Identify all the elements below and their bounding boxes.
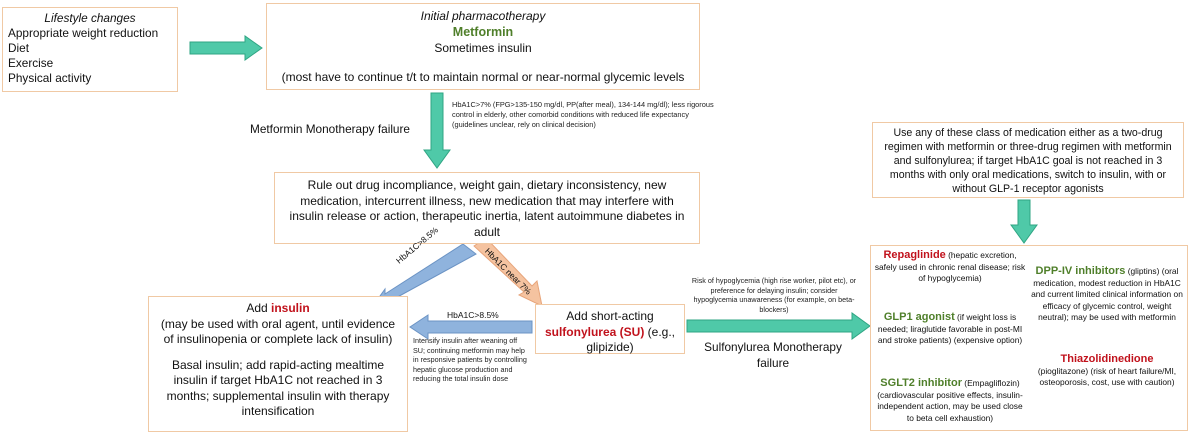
repaglinide-desc: (hepatic excretion, safely used in chron… xyxy=(874,250,1026,283)
glp1-name: GLP1 agonist xyxy=(883,311,955,323)
lifestyle-item: Diet xyxy=(8,41,29,55)
su-prefix: Add short-acting xyxy=(566,309,654,323)
initial-title: Initial pharmacotherapy xyxy=(420,9,546,23)
repaglinide-entry: Repaglinide (hepatic excretion, safely u… xyxy=(874,249,1026,285)
arrow-lifestyle-to-initial xyxy=(189,35,263,61)
intensify-note: Intensify insulin after weaning off SU; … xyxy=(413,336,527,384)
branch-mid-label: HbA1C>8.5% xyxy=(447,310,499,320)
ruleout-box: Rule out drug incompliance, weight gain,… xyxy=(274,172,700,244)
hypo-note: Risk of hypoglycemia (high rise worker, … xyxy=(691,276,857,314)
tzd-desc: (pioglitazone) (risk of heart failure/MI… xyxy=(1037,365,1177,388)
lifestyle-item: Appropriate weight reduction xyxy=(8,26,159,40)
insulin-box: Add insulin (may be used with oral agent… xyxy=(148,296,408,432)
insulin-heading: Add insulin xyxy=(155,301,401,317)
arrow-options-to-drugs xyxy=(1010,199,1038,244)
options-box: Use any of these class of medication eit… xyxy=(872,122,1184,198)
insulin-line1: (may be used with oral agent, until evid… xyxy=(160,316,396,347)
ruleout-text: Rule out drug incompliance, weight gain,… xyxy=(289,178,685,239)
arrow-initial-to-ruleout xyxy=(423,92,451,169)
insulin-drug: insulin xyxy=(271,301,310,315)
lifestyle-item: Physical activity xyxy=(8,71,92,85)
lifestyle-title: Lifestyle changes xyxy=(44,11,136,25)
insulin-line2: Basal insulin; add rapid-acting mealtime… xyxy=(166,357,390,419)
arrow-ruleout-to-su xyxy=(473,237,543,307)
initial-drug: Metformin xyxy=(452,25,514,39)
dpp4-name: DPP-IV inhibitors xyxy=(1035,265,1126,277)
su-box: Add short-acting sulfonylurea (SU) (e.g.… xyxy=(535,304,685,354)
glp1-desc: (if weight loss is needed; liraglutide f… xyxy=(877,312,1023,345)
arrow-su-to-drugs xyxy=(686,312,871,340)
su-failure-label: Sulfonylurea Monotherapy failure xyxy=(704,340,842,370)
arrow-su-to-insulin xyxy=(409,314,533,340)
drug-options-box: Repaglinide (hepatic excretion, safely u… xyxy=(870,245,1188,431)
sglt2-entry: SGLT2 inhibitor (Empagliflozin) (cardiov… xyxy=(874,377,1026,424)
repaglinide-name: Repaglinide xyxy=(883,249,946,261)
su-drug: sulfonylurea (SU) xyxy=(544,324,645,339)
initial-box: Initial pharmacotherapy Metformin Someti… xyxy=(266,3,700,90)
lifestyle-box: Lifestyle changes Appropriate weight red… xyxy=(2,7,178,92)
tzd-entry: Thiazolidinedione (pioglitazone) (risk o… xyxy=(1029,353,1185,389)
su-body: sulfonylurea (SU) (e.g., glipizide) xyxy=(540,325,680,356)
insulin-prefix: Add xyxy=(246,301,271,315)
dpp4-desc: (gliptins) (oral medication, modest redu… xyxy=(1031,266,1183,322)
initial-line2: Sometimes insulin xyxy=(434,41,532,55)
options-text: Use any of these class of medication eit… xyxy=(884,127,1172,195)
dpp4-entry: DPP-IV inhibitors (gliptins) (oral medic… xyxy=(1029,265,1185,324)
sglt2-desc: (Empagliflozin) (cardiovascular positive… xyxy=(877,378,1023,423)
failure-note: HbA1C>7% (FPG>135-150 mg/dl, PP(after me… xyxy=(452,100,714,129)
glp1-entry: GLP1 agonist (if weight loss is needed; … xyxy=(874,311,1026,347)
lifestyle-item: Exercise xyxy=(8,56,54,70)
sglt2-name: SGLT2 inhibitor xyxy=(880,377,962,389)
initial-note: (most have to continue t/t to maintain n… xyxy=(281,70,685,84)
metformin-failure-label: Metformin Monotherapy failure xyxy=(250,122,410,136)
su-suffix: (e.g., glipizide) xyxy=(586,324,676,355)
tzd-name: Thiazolidinedione xyxy=(1060,353,1154,365)
